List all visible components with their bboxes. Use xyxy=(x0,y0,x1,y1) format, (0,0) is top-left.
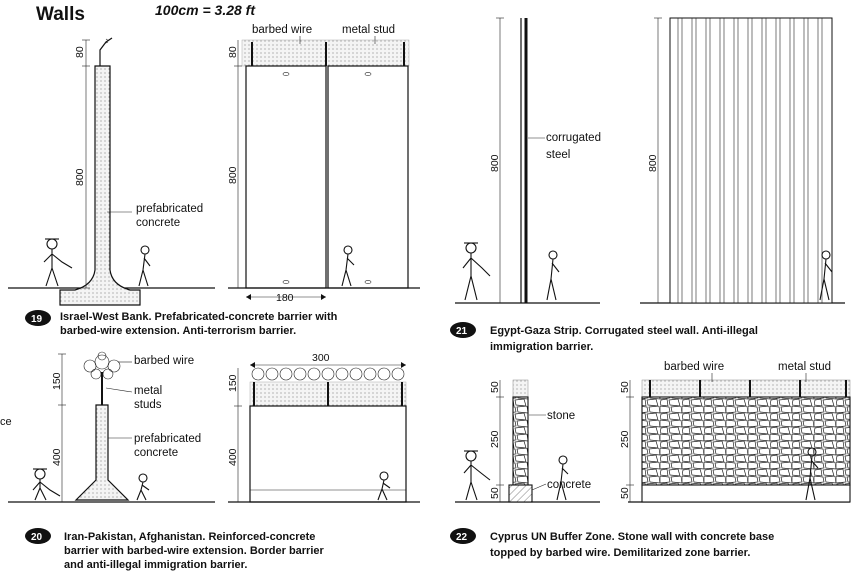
soldier-figure xyxy=(43,238,73,287)
figure-number-badge xyxy=(450,322,476,338)
cropped-left-label: ce xyxy=(0,416,12,428)
caption-21: 21 Egypt-Gaza Strip. Corrugated steel wa… xyxy=(450,322,758,353)
figure-number-badge xyxy=(450,528,476,544)
panel-20-elevation: 300 150 400 xyxy=(227,352,420,503)
barbed-wire-icon xyxy=(103,38,110,45)
figure-number: 19 xyxy=(31,314,43,325)
material-label-line2: steel xyxy=(546,149,570,161)
caption-line: barbed-wire extension. Anti-terrorism ba… xyxy=(60,325,296,337)
concrete-wall xyxy=(249,405,407,503)
caption-line: Egypt-Gaza Strip. Corrugated steel wall.… xyxy=(490,325,758,337)
civilian-figure xyxy=(546,250,560,301)
soldier-figure xyxy=(462,242,491,301)
civilian-figure xyxy=(138,245,151,287)
caption-line: barrier with barbed-wire extension. Bord… xyxy=(64,545,325,557)
dim-height-800: 800 xyxy=(74,168,86,186)
material-label-line1: corrugated xyxy=(546,132,601,144)
caption-line: topped by barbed wire. Demilitarized zon… xyxy=(490,547,750,559)
dim-mid-250: 250 xyxy=(489,430,501,448)
panel-22-elevation: barbed wire metal stud 50 250 50 xyxy=(619,361,851,503)
panel-19-section: 80 800 prefabricated concrete xyxy=(8,37,215,306)
barbed-wire-label: barbed wire xyxy=(134,355,194,367)
soldier-figure xyxy=(32,468,61,501)
unit-conversion: 100cm = 3.28 ft xyxy=(155,2,256,18)
panel-21-section: 800 corrugated steel xyxy=(455,17,601,304)
barbed-wire-label: barbed wire xyxy=(664,361,724,373)
material-label-line2: concrete xyxy=(134,447,178,459)
stone-wall-section xyxy=(512,396,529,486)
caption-line: and anti-illegal immigration barrier. xyxy=(64,559,247,571)
dim-width-180: 180 xyxy=(276,292,294,304)
civilian-figure xyxy=(556,455,569,501)
figure-number: 22 xyxy=(456,532,468,543)
soldier-figure xyxy=(463,450,491,501)
panel-19-elevation: barbed wire metal stud 80 800 180 xyxy=(227,24,420,304)
elev-dim-mid: 250 xyxy=(619,430,631,448)
metal-stud-label: metal stud xyxy=(778,361,831,373)
material-label-line1: prefabricated xyxy=(134,433,201,445)
figure-number: 21 xyxy=(456,326,468,337)
panel-20-section: 150 400 barbed wire metal studs prefabri… xyxy=(8,351,215,503)
concrete-label: concrete xyxy=(547,479,591,491)
civilian-figure xyxy=(136,473,150,501)
dim-top-80: 80 xyxy=(74,46,86,58)
elev-dim-top: 150 xyxy=(227,374,239,392)
caption-line: immigration barrier. xyxy=(490,341,593,353)
barbed-wire-arm xyxy=(99,37,113,66)
elev-dim-top: 80 xyxy=(227,46,239,58)
concrete-panel xyxy=(245,65,327,289)
elev-dim-height: 800 xyxy=(647,154,659,172)
metal-stud-label: metal stud xyxy=(342,24,395,36)
civilian-figure xyxy=(819,250,833,301)
caption-line: Iran-Pakistan, Afghanistan. Reinforced-c… xyxy=(64,531,315,543)
caption-19: 19 Israel-West Bank. Prefabricated-concr… xyxy=(25,310,338,337)
elev-dim-top: 50 xyxy=(619,381,631,393)
caption-line: Cyprus UN Buffer Zone. Stone wall with c… xyxy=(490,531,774,543)
concrete-panel xyxy=(327,65,409,289)
elev-dim-base: 50 xyxy=(619,487,631,499)
panel-21-elevation: 800 xyxy=(640,17,845,304)
stone-wall-elevation xyxy=(641,396,851,486)
metal-studs-label-line1: metal xyxy=(134,385,162,397)
dim-top-150: 150 xyxy=(51,372,63,390)
civilian-figure xyxy=(341,245,355,287)
material-label-line2: concrete xyxy=(136,217,180,229)
dim-top-50: 50 xyxy=(489,381,501,393)
concrete-base-elevation xyxy=(641,484,851,503)
barbed-wire-coil-row xyxy=(251,367,405,381)
corrugated-steel-wall xyxy=(669,17,833,304)
barbed-wire-band xyxy=(641,379,851,398)
elev-dim-height: 800 xyxy=(227,166,239,184)
corrugation-lines xyxy=(677,18,823,303)
material-label-line1: prefabricated xyxy=(136,203,203,215)
stone-label: stone xyxy=(547,410,575,422)
reinforced-concrete-profile xyxy=(74,404,130,501)
dim-height-800: 800 xyxy=(489,154,501,172)
dim-width-300: 300 xyxy=(312,352,330,364)
caption-20: 20 Iran-Pakistan, Afghanistan. Reinforce… xyxy=(25,528,325,571)
civilian-figure xyxy=(377,471,391,501)
barbed-wire-coil xyxy=(83,351,121,380)
concrete-base-section xyxy=(508,484,533,503)
figure-number-badge xyxy=(25,310,51,326)
figure-number: 20 xyxy=(31,532,43,543)
metal-studs-label-line2: studs xyxy=(134,399,162,411)
barbed-wire-top xyxy=(512,379,529,398)
dim-height-400: 400 xyxy=(51,448,63,466)
panel-22-section: 50 250 50 stone concrete xyxy=(455,379,600,503)
figure-number-badge xyxy=(25,528,51,544)
barbed-wire-label: barbed wire xyxy=(252,24,312,36)
caption-line: Israel-West Bank. Prefabricated-concrete… xyxy=(60,311,338,323)
civilian-figure xyxy=(805,447,819,501)
elev-dim-height: 400 xyxy=(227,448,239,466)
prefabricated-concrete-profile xyxy=(59,65,141,306)
page-title: Walls xyxy=(36,4,85,25)
caption-22: 22 Cyprus UN Buffer Zone. Stone wall wit… xyxy=(450,528,774,559)
dim-base-50: 50 xyxy=(489,487,501,499)
